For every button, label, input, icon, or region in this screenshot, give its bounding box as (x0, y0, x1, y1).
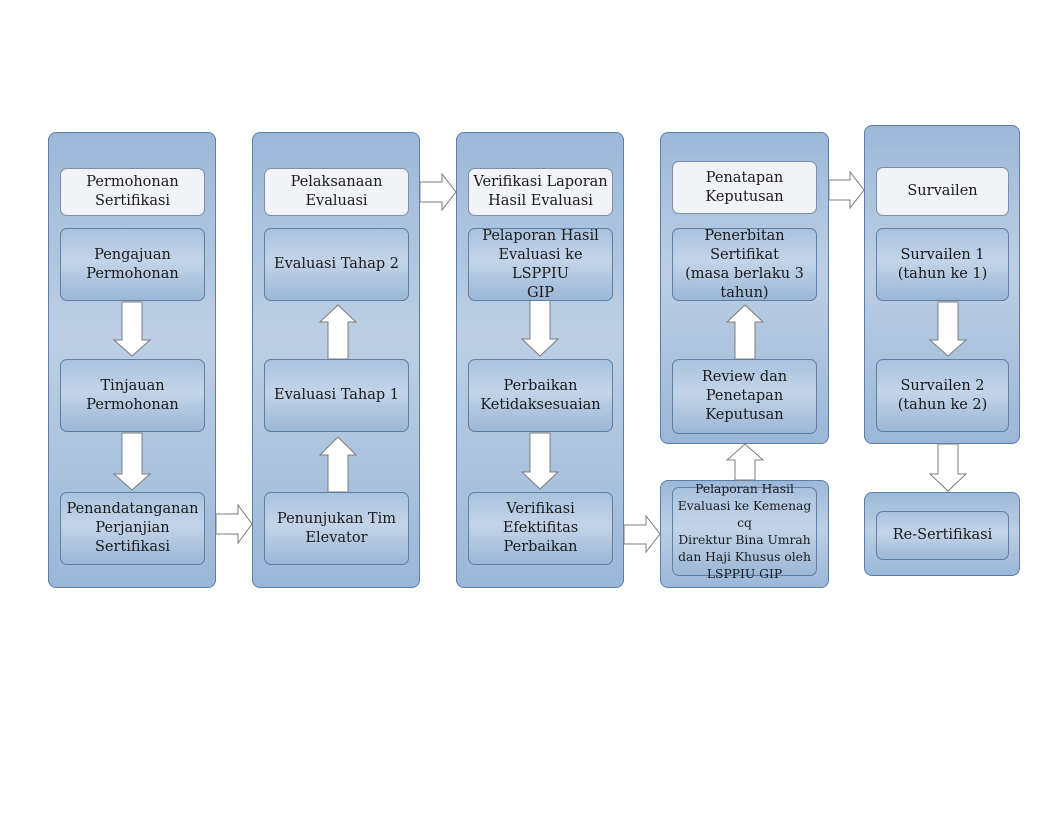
arrow-right-icon (828, 170, 865, 210)
step-penandatanganan-perjanjian: Penandatanganan Perjanjian Sertifikasi (60, 492, 205, 565)
arrow-right-icon (215, 503, 253, 545)
arrow-down-icon (928, 301, 968, 357)
header-penatapan-keputusan: Penatapan Keputusan (672, 161, 817, 214)
step-pelaporan-hasil-evaluasi-lsppiu: Pelaporan Hasil Evaluasi ke LSPPIU GIP (468, 228, 613, 301)
step-review-penetapan-keputusan: Review dan Penetapan Keputusan (672, 359, 817, 434)
step-penerbitan-sertifikat: Penerbitan Sertifikat (masa berlaku 3 ta… (672, 228, 817, 301)
step-re-sertifikasi: Re-Sertifikasi (876, 511, 1009, 560)
header-verifikasi-laporan: Verifikasi Laporan Hasil Evaluasi (468, 168, 613, 216)
header-survailen: Survailen (876, 167, 1009, 216)
arrow-down-icon (928, 443, 968, 492)
arrow-down-icon (520, 299, 560, 357)
step-pelaporan-kemenag: Pelaporan Hasil Evaluasi ke Kemenag cq D… (672, 482, 817, 581)
arrow-up-icon (725, 304, 765, 360)
header-pelaksanaan-evaluasi: Pelaksanaan Evaluasi (264, 168, 409, 216)
arrow-right-icon (419, 172, 457, 212)
step-evaluasi-tahap-1: Evaluasi Tahap 1 (264, 359, 409, 432)
step-survailen-1: Survailen 1 (tahun ke 1) (876, 228, 1009, 301)
arrow-up-icon (725, 443, 765, 481)
step-tinjauan-permohonan: Tinjauan Permohonan (60, 359, 205, 432)
arrow-down-icon (520, 432, 560, 490)
arrow-right-icon (623, 514, 661, 554)
header-permohonan-sertifikasi: Permohonan Sertifikasi (60, 168, 205, 216)
arrow-down-icon (112, 432, 152, 491)
step-survailen-2: Survailen 2 (tahun ke 2) (876, 359, 1009, 432)
step-verifikasi-efektifitas: Verifikasi Efektifitas Perbaikan (468, 492, 613, 565)
arrow-up-icon (318, 304, 358, 360)
step-evaluasi-tahap-2: Evaluasi Tahap 2 (264, 228, 409, 301)
arrow-up-icon (318, 436, 358, 493)
step-pengajuan-permohonan: Pengajuan Permohonan (60, 228, 205, 301)
step-perbaikan-ketidaksesuaian: Perbaikan Ketidaksesuaian (468, 359, 613, 432)
arrow-down-icon (112, 301, 152, 357)
step-penunjukan-tim-elevator: Penunjukan Tim Elevator (264, 492, 409, 565)
